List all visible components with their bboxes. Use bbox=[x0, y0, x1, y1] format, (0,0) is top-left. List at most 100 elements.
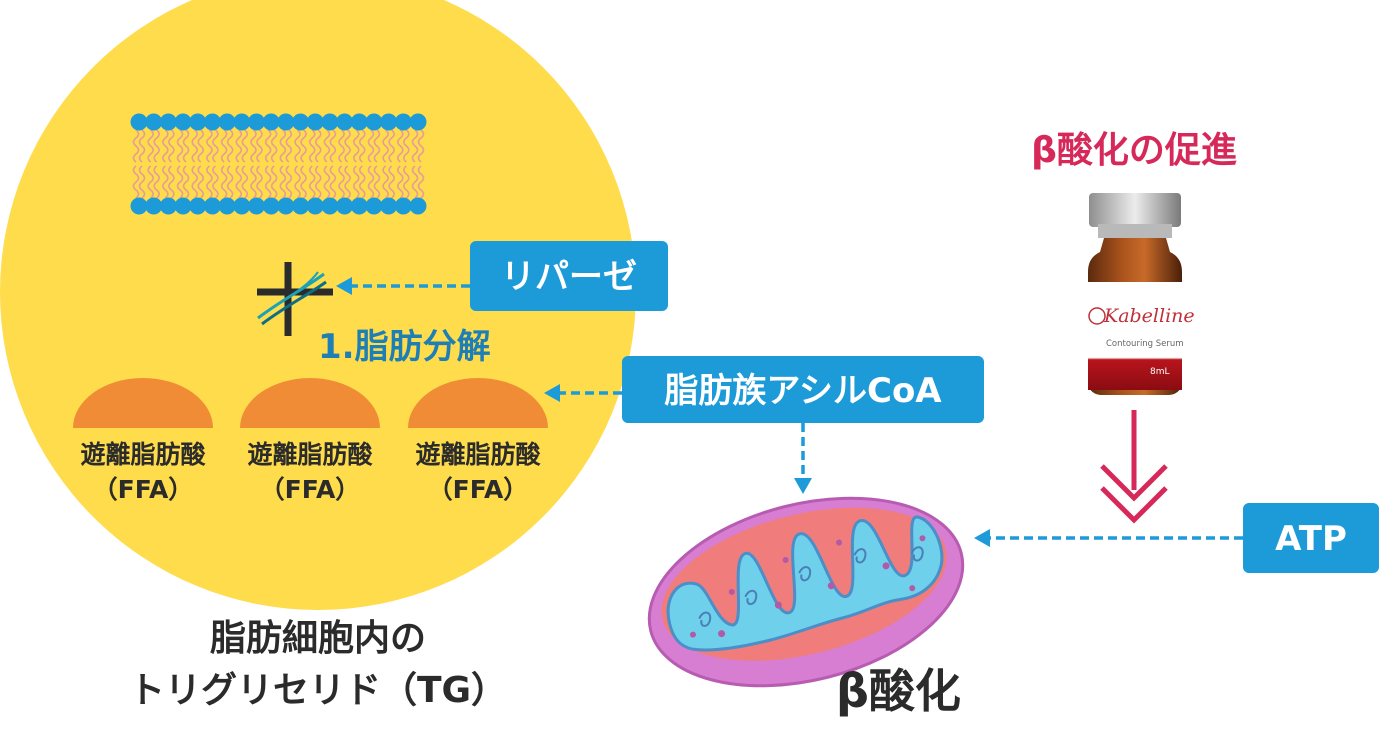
phospholipid-head bbox=[365, 113, 383, 131]
phospholipid-tail bbox=[411, 129, 419, 163]
membrane-bilayer bbox=[130, 113, 427, 215]
vial-subtitle: Contouring Serum bbox=[1106, 339, 1184, 349]
phospholipid-tail bbox=[294, 129, 301, 163]
phospholipid-tail bbox=[382, 165, 389, 199]
phospholipid-tail bbox=[147, 129, 154, 163]
phospholipid-head bbox=[394, 113, 412, 131]
phospholipid-head bbox=[262, 113, 280, 131]
phospholipid-head bbox=[262, 197, 280, 215]
phospholipid-tail bbox=[241, 129, 249, 163]
promotion-arrow bbox=[1100, 410, 1168, 524]
mito-granules bbox=[689, 535, 926, 638]
mito-dna-strands bbox=[698, 546, 924, 627]
step1-label: 1.脂肪分解 bbox=[318, 327, 491, 367]
phospholipid-tail bbox=[220, 129, 228, 163]
ffa-cap-3 bbox=[408, 378, 548, 428]
phospholipid-tail bbox=[329, 165, 337, 199]
phospholipid-tail bbox=[338, 165, 345, 199]
phospholipid-head bbox=[233, 113, 251, 131]
phospholipid-head bbox=[174, 113, 192, 131]
phospholipid-head bbox=[247, 113, 265, 131]
cell-caption-line2: トリグリセリド（TG） bbox=[129, 670, 507, 711]
phospholipid-tail bbox=[279, 129, 287, 163]
acyl-coa-callout: 脂肪族アシルCoA bbox=[544, 356, 984, 494]
phospholipid-tail bbox=[285, 165, 293, 199]
phospholipid-tail bbox=[162, 165, 169, 199]
phospholipid-head bbox=[145, 197, 163, 215]
phospholipid-head bbox=[350, 197, 368, 215]
phospholipid-tail bbox=[191, 129, 199, 163]
phospholipid-head bbox=[321, 197, 339, 215]
phospholipid-tail bbox=[323, 129, 331, 163]
vial-brand: Kabelline bbox=[1103, 305, 1195, 327]
fat-cell: 1.脂肪分解 遊離脂肪酸 （FFA） 遊離脂肪酸 （FFA） 遊離脂肪酸 （FF… bbox=[0, 0, 636, 610]
phospholipid-tail bbox=[256, 129, 263, 163]
lipase-arrowhead bbox=[336, 277, 352, 295]
phospholipid-head bbox=[218, 113, 236, 131]
phospholipid-tail bbox=[212, 129, 219, 163]
phospholipid-tail bbox=[358, 165, 366, 199]
cell-caption-line1: 脂肪細胞内の bbox=[210, 618, 426, 659]
ffa-abbr-3: （FFA） bbox=[428, 475, 529, 504]
ffa-cap-1 bbox=[73, 378, 213, 428]
serum-vial: Kabelline Contouring Serum 8mL bbox=[1088, 193, 1195, 395]
phospholipid-tail bbox=[250, 165, 257, 199]
phospholipid-head bbox=[292, 113, 310, 131]
phospholipid-head bbox=[145, 113, 163, 131]
ffa-abbr-1: （FFA） bbox=[93, 475, 194, 504]
lipase-label-box bbox=[470, 241, 668, 311]
phospholipid-head bbox=[189, 197, 207, 215]
phospholipid-head bbox=[292, 197, 310, 215]
phospholipid-tail bbox=[323, 165, 331, 199]
phospholipid-head bbox=[159, 113, 177, 131]
lipolysis-cut-icon bbox=[257, 262, 333, 336]
phospholipid-head bbox=[189, 113, 207, 131]
phospholipid-tail bbox=[250, 129, 257, 163]
phospholipid-tail bbox=[300, 165, 307, 199]
phospholipid-tail bbox=[367, 129, 375, 163]
ffa-name-2: 遊離脂肪酸 bbox=[247, 440, 373, 469]
phospholipid-head bbox=[174, 197, 192, 215]
acyl-coa-label-box bbox=[622, 356, 984, 423]
phospholipid-tail bbox=[182, 129, 190, 163]
phospholipid-tail bbox=[367, 165, 375, 199]
phospholipid-tail bbox=[212, 165, 219, 199]
ffa-name-3: 遊離脂肪酸 bbox=[415, 440, 541, 469]
phospholipid-tail bbox=[264, 165, 272, 199]
phospholipid-tail bbox=[338, 129, 345, 163]
phospholipid-head bbox=[336, 197, 354, 215]
phospholipid-tail bbox=[226, 165, 234, 199]
atp-callout: ATP bbox=[974, 503, 1379, 573]
phospholipid-tail bbox=[388, 129, 395, 163]
phospholipid-head bbox=[130, 197, 148, 215]
atp-arrowhead bbox=[974, 529, 990, 547]
phospholipid-tail bbox=[294, 165, 301, 199]
vial-collar bbox=[1098, 224, 1172, 238]
mitochondrion bbox=[647, 496, 965, 688]
phospholipid-tail bbox=[308, 165, 316, 199]
phospholipid-head bbox=[306, 113, 324, 131]
ffa-abbr-2: （FFA） bbox=[260, 475, 361, 504]
atp-label-box bbox=[1243, 503, 1379, 573]
phospholipid-head bbox=[306, 197, 324, 215]
phospholipid-tail bbox=[138, 129, 146, 163]
phospholipid-head bbox=[130, 113, 148, 131]
phospholipid-head bbox=[247, 197, 265, 215]
phospholipid-tail bbox=[168, 165, 175, 199]
phospholipid-head bbox=[350, 113, 368, 131]
lipase-label: リパーゼ bbox=[501, 257, 637, 297]
phospholipid-tail bbox=[352, 129, 360, 163]
phospholipid-tail bbox=[417, 165, 425, 199]
promotion-title: β酸化の促進 bbox=[1031, 130, 1237, 171]
phospholipid-head bbox=[380, 197, 398, 215]
phospholipid-tail bbox=[220, 165, 228, 199]
phospholipid-tail bbox=[176, 129, 184, 163]
phospholipid-tail bbox=[153, 165, 160, 199]
phospholipid-tail bbox=[197, 165, 205, 199]
phospholipid-tail bbox=[206, 129, 213, 163]
phospholipid-head bbox=[321, 113, 339, 131]
ffa-cap-2 bbox=[240, 378, 380, 428]
phospholipid-tail bbox=[132, 129, 140, 163]
phospholipid-tail bbox=[403, 165, 410, 199]
vial-label bbox=[1088, 282, 1182, 390]
